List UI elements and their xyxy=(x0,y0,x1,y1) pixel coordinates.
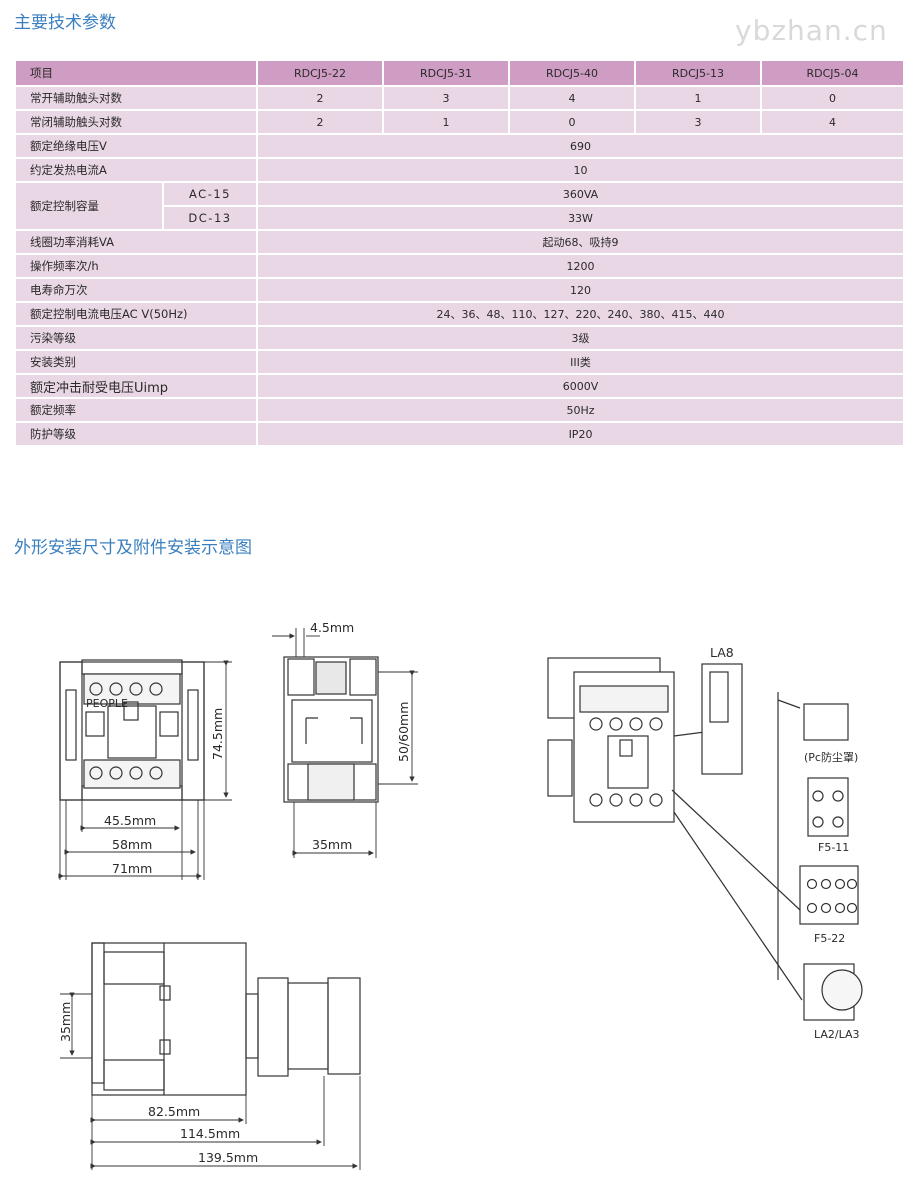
acc-label-la2: LA2/LA3 xyxy=(814,1028,860,1041)
cell-value: 120 xyxy=(258,279,903,301)
table-row: DC-13 33W xyxy=(16,207,903,229)
dim-front-w2: 58mm xyxy=(112,837,152,852)
dim-side-width: 35mm xyxy=(312,837,352,852)
table-row: 污染等级 3级 xyxy=(16,327,903,349)
cell-value: 33W xyxy=(258,207,903,229)
model-header: RDCJ5-40 xyxy=(510,61,634,85)
dim-front-w3: 71mm xyxy=(112,861,152,876)
row-label: 额定频率 xyxy=(16,399,256,421)
row-label: 额定控制电流电压AC V(50Hz) xyxy=(16,303,256,325)
row-label: 额定绝缘电压V xyxy=(16,135,256,157)
table-row: 操作频率次/h 1200 xyxy=(16,255,903,277)
table-row: 电寿命万次 120 xyxy=(16,279,903,301)
dim-front-w1: 45.5mm xyxy=(104,813,156,828)
side-dimension-lines xyxy=(272,628,418,858)
model-header: RDCJ5-13 xyxy=(636,61,760,85)
dim-bottom-w3: 139.5mm xyxy=(198,1150,258,1165)
dim-bottom-w2: 114.5mm xyxy=(180,1126,240,1141)
acc-label-cover: (Pc防尘罩) xyxy=(804,750,858,764)
cell-value: 4 xyxy=(762,111,903,133)
cell-value: 3 xyxy=(636,111,760,133)
cell-value: 2 xyxy=(258,111,382,133)
cell-value: 1 xyxy=(636,87,760,109)
section-title-specs: 主要技术参数 xyxy=(14,13,116,33)
row-label: 污染等级 xyxy=(16,327,256,349)
watermark-text: ybzhan.cn xyxy=(735,14,888,47)
cell-value: 0 xyxy=(510,111,634,133)
side-view-drawing xyxy=(283,656,379,803)
row-label: 约定发热电流A xyxy=(16,159,256,181)
row-label: 常开辅助触头对数 xyxy=(16,87,256,109)
acc-label-f511: F5-11 xyxy=(818,841,849,854)
cell-value: 6000V xyxy=(258,375,903,397)
table-row: 额定控制电流电压AC V(50Hz) 24、36、48、110、127、220、… xyxy=(16,303,903,325)
table-row: 约定发热电流A 10 xyxy=(16,159,903,181)
cell-value: 3 xyxy=(384,87,508,109)
cell-value: 690 xyxy=(258,135,903,157)
cell-value: III类 xyxy=(258,351,903,373)
table-row: 额定频率 50Hz xyxy=(16,399,903,421)
cell-value: 起动68、吸持9 xyxy=(258,231,903,253)
table-row: 线圈功率消耗VA 起动68、吸持9 xyxy=(16,231,903,253)
sub-label: DC-13 xyxy=(164,207,256,229)
brand-label: PEOPLE xyxy=(86,697,128,710)
dim-front-height: 74.5mm xyxy=(210,708,225,760)
row-label: 常闭辅助触头对数 xyxy=(16,111,256,133)
table-row: 防护等级 IP20 xyxy=(16,423,903,445)
bottom-dimension-lines xyxy=(60,992,361,1170)
acc-label-f522: F5-22 xyxy=(814,932,845,945)
cell-value: 50Hz xyxy=(258,399,903,421)
table-header-row: 项目 RDCJ5-22 RDCJ5-31 RDCJ5-40 RDCJ5-13 R… xyxy=(16,61,903,85)
model-header: RDCJ5-22 xyxy=(258,61,382,85)
cell-value: IP20 xyxy=(258,423,903,445)
sub-label: AC-15 xyxy=(164,183,256,205)
table-row: 常闭辅助触头对数 2 1 0 3 4 xyxy=(16,111,903,133)
acc-label-la8: LA8 xyxy=(710,645,734,660)
cell-value: 360VA xyxy=(258,183,903,205)
table-row: 额定控制容量 AC-15 360VA xyxy=(16,183,903,229)
row-label: 防护等级 xyxy=(16,423,256,445)
table-row: 额定绝缘电压V 690 xyxy=(16,135,903,157)
row-label: 线圈功率消耗VA xyxy=(16,231,256,253)
model-header: RDCJ5-04 xyxy=(762,61,903,85)
section-title-dimensions: 外形安装尺寸及附件安装示意图 xyxy=(14,538,252,558)
cell-value: 2 xyxy=(258,87,382,109)
cell-value: 0 xyxy=(762,87,903,109)
table-row: 常开辅助触头对数 2 3 4 1 0 xyxy=(16,87,903,109)
cell-value: 3级 xyxy=(258,327,903,349)
front-dimension-lines xyxy=(58,660,232,880)
row-label: 操作频率次/h xyxy=(16,255,256,277)
dim-side-height: 50/60mm xyxy=(396,702,411,762)
table-row: 安装类别 III类 xyxy=(16,351,903,373)
front-view-drawing xyxy=(59,659,205,801)
row-label: 电寿命万次 xyxy=(16,279,256,301)
model-header: RDCJ5-31 xyxy=(384,61,508,85)
dim-side-top: 4.5mm xyxy=(310,620,354,635)
cell-value: 24、36、48、110、127、220、240、380、415、440 xyxy=(258,303,903,325)
bottom-view-drawing xyxy=(91,942,361,1096)
dim-bottom-w1: 82.5mm xyxy=(148,1104,200,1119)
row-label: 安装类别 xyxy=(16,351,256,373)
row-label: 额定冲击耐受电压Uimp xyxy=(16,375,256,397)
accessory-assembly-drawing xyxy=(547,657,863,1021)
spec-table: 项目 RDCJ5-22 RDCJ5-31 RDCJ5-40 RDCJ5-13 R… xyxy=(14,59,905,447)
table-row: 额定冲击耐受电压Uimp 6000V xyxy=(16,375,903,397)
cell-value: 10 xyxy=(258,159,903,181)
dim-bottom-height: 35mm xyxy=(58,1002,73,1042)
row-label: 额定控制容量 xyxy=(16,183,162,229)
cell-value: 4 xyxy=(510,87,634,109)
cell-value: 1200 xyxy=(258,255,903,277)
header-label: 项目 xyxy=(16,61,256,85)
cell-value: 1 xyxy=(384,111,508,133)
